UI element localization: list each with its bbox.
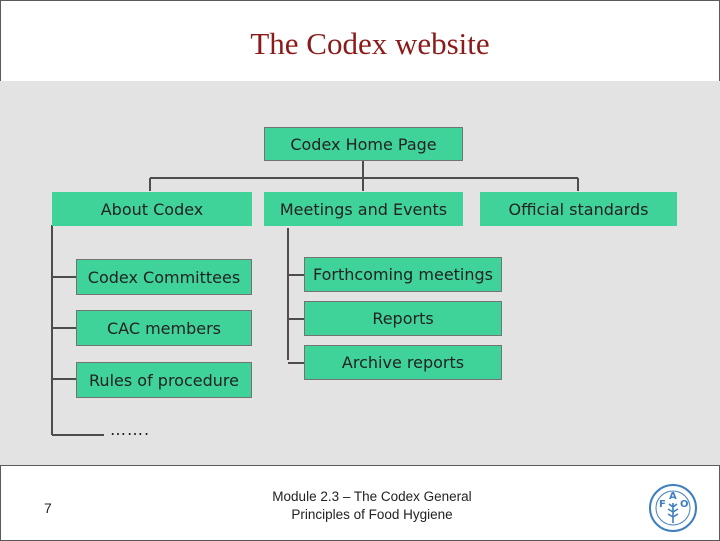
svg-text:F: F [659,499,666,510]
node-cac-members[interactable]: CAC members [76,310,252,346]
node-codex-home-page[interactable]: Codex Home Page [264,127,463,161]
module-caption-line2: Principles of Food Hygiene [291,507,453,522]
module-caption: Module 2.3 – The Codex General Principle… [222,488,522,524]
page-number: 7 [44,500,52,516]
module-caption-line1: Module 2.3 – The Codex General [272,489,472,504]
node-about-codex[interactable]: About Codex [52,192,252,226]
footer-bar [0,465,720,541]
node-meetings-and-events[interactable]: Meetings and Events [264,192,463,226]
node-forthcoming-meetings[interactable]: Forthcoming meetings [304,257,502,292]
more-items-ellipsis: ……. [110,420,151,439]
fao-logo-icon: F A O [649,484,697,532]
svg-text:O: O [680,499,689,510]
svg-text:A: A [669,491,677,502]
node-rules-of-procedure[interactable]: Rules of procedure [76,362,252,398]
slide-title: The Codex website [250,26,490,61]
node-archive-reports[interactable]: Archive reports [304,345,502,380]
title-bar [0,0,720,82]
node-official-standards[interactable]: Official standards [480,192,677,226]
node-reports[interactable]: Reports [304,301,502,336]
node-codex-committees[interactable]: Codex Committees [76,259,252,295]
